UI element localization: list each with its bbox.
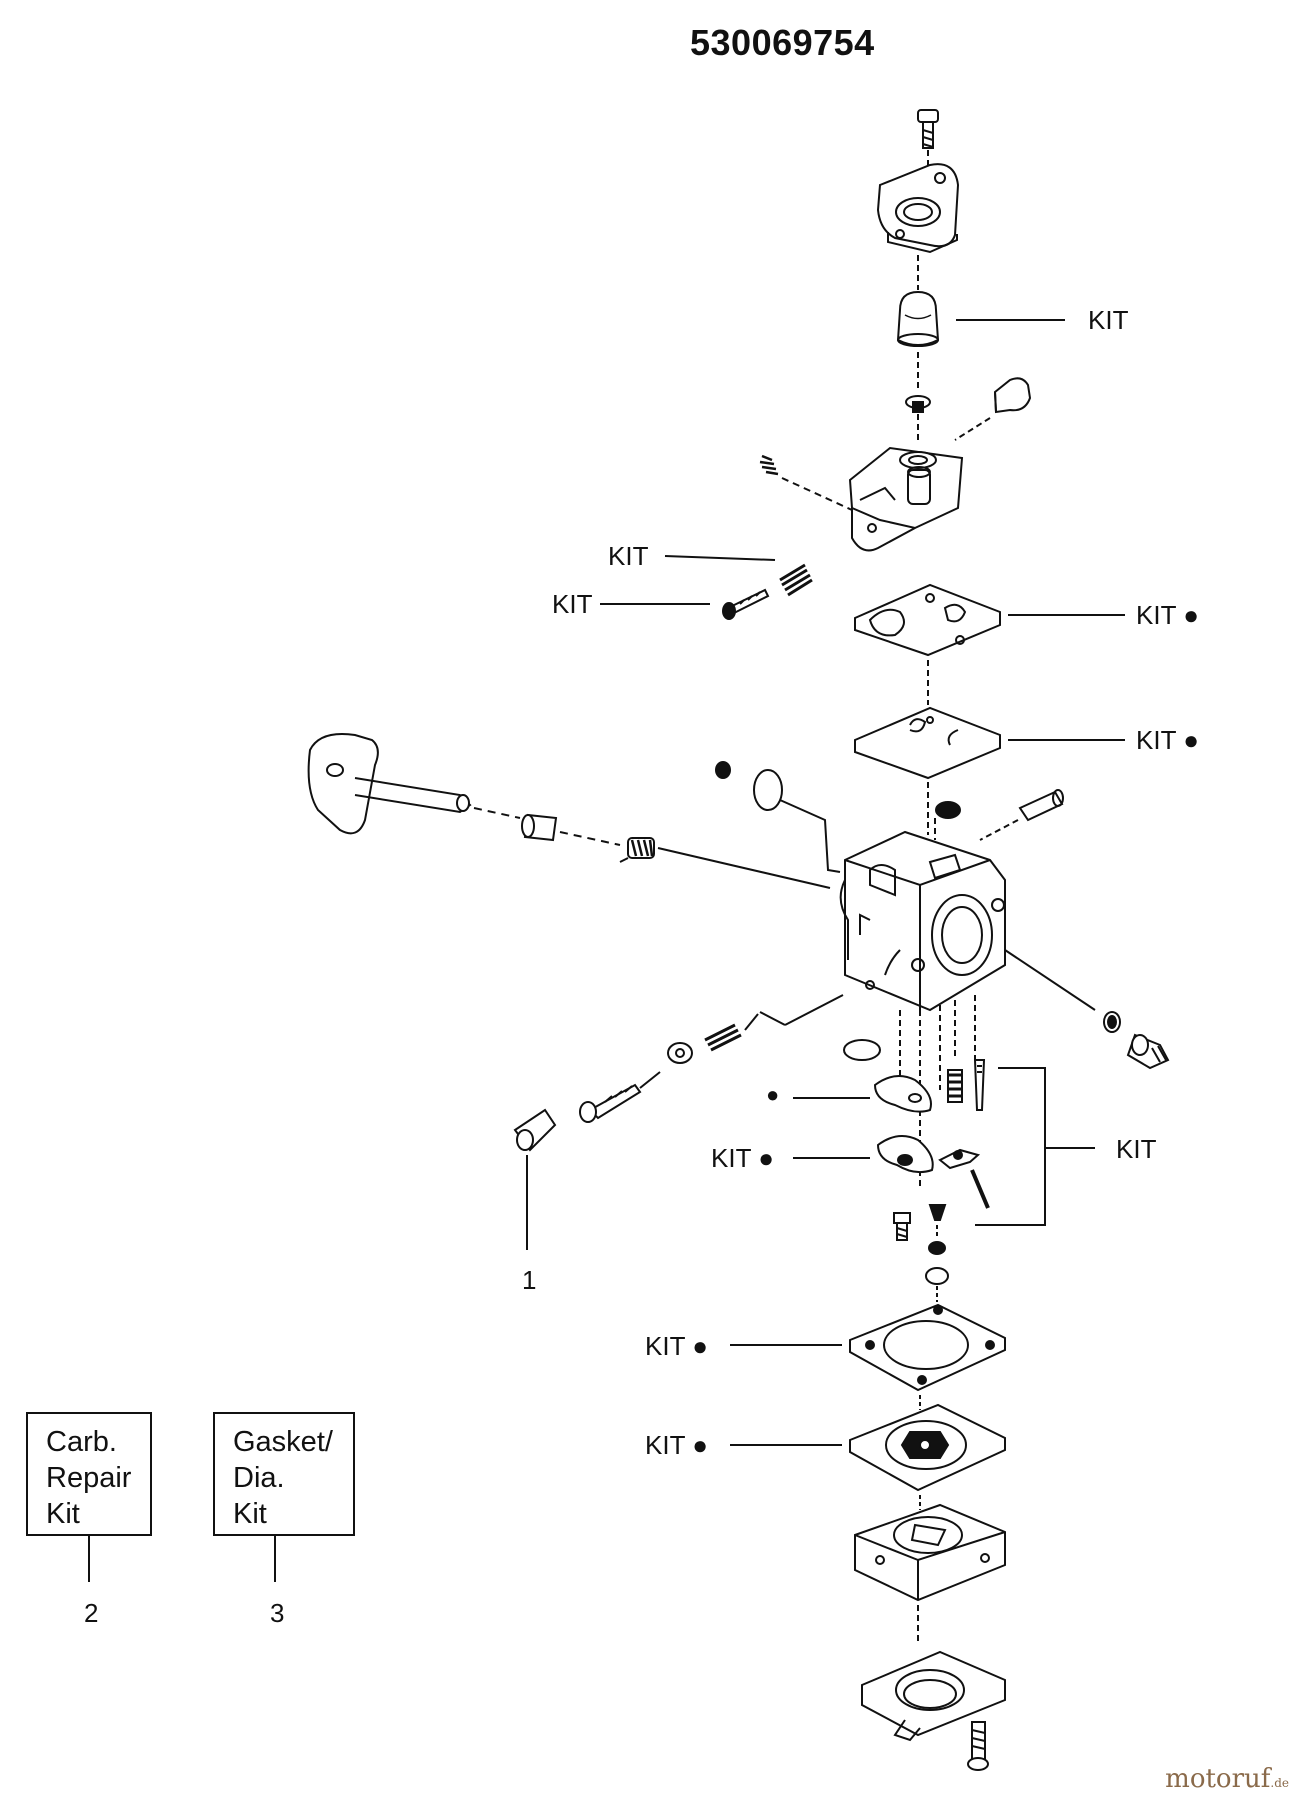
bottom-screw: [967, 1721, 989, 1771]
legend-gasket-dia-kit-line-2: Dia.: [233, 1462, 285, 1494]
needle-washer: [667, 1042, 693, 1064]
legend-gasket-dia-kit: Gasket/ Dia. Kit: [213, 1412, 355, 1536]
carburetor-body: [839, 830, 1006, 1012]
shaft-bushing: [521, 813, 558, 842]
pump-cover-bracket: [876, 163, 960, 254]
small-spring-upper: [759, 454, 779, 476]
label-kit-inlet-screw: KIT: [552, 589, 593, 619]
callout-2: 2: [84, 1598, 99, 1628]
fitting-pin: [1018, 789, 1064, 822]
callout-3: 3: [270, 1598, 285, 1628]
pump-diaphragm: [854, 706, 1001, 780]
o-ring: [925, 1267, 949, 1285]
high-speed-needle: [579, 1071, 661, 1123]
limiter-cap: [513, 1108, 557, 1152]
legend-gasket-dia-kit-line-3: Kit: [233, 1498, 267, 1530]
check-valve: [905, 395, 931, 413]
label-kit-needle-set: KIT: [1116, 1134, 1157, 1164]
throttle-screw: [715, 761, 731, 779]
diagram-title: 530069754: [690, 22, 875, 63]
callout-1: 1: [522, 1265, 537, 1295]
watermark: motoruf.de: [1165, 1764, 1289, 1794]
metering-cover-body: [854, 1503, 1006, 1602]
metering-lever: [938, 1148, 981, 1170]
label-kit-primer-bulb: KIT: [1088, 305, 1129, 335]
throttle-shaft-lever: [307, 733, 472, 835]
pump-body: [848, 446, 964, 552]
bottom-cover: [861, 1650, 1006, 1742]
fuel-elbow: [993, 377, 1032, 414]
top-screw: [917, 109, 939, 149]
legend-carb-repair-kit-line-2: Repair: [46, 1462, 132, 1494]
label-kit-dot-metering-diaphragm: KIT ●: [645, 1430, 708, 1460]
primer-bulb: [896, 290, 940, 347]
circuit-plate-lower: [876, 1135, 934, 1174]
metering-diaphragm: [849, 1403, 1006, 1492]
throttle-return-spring: [619, 837, 655, 863]
leader-adjust-spring: [664, 555, 776, 561]
welch-plug-lower: [843, 1039, 881, 1061]
legend-carb-repair-kit-line-3: Kit: [46, 1498, 80, 1530]
small-filter: [928, 1241, 946, 1255]
circuit-plate-upper: [873, 1075, 932, 1113]
needle-spring: [704, 1023, 742, 1052]
inlet-screw: [722, 588, 770, 620]
lever-screw-1: [893, 1212, 911, 1241]
label-dot-circuit-plate: ●: [766, 1082, 780, 1107]
label-kit-dot-circuit-plate: KIT ●: [711, 1143, 774, 1173]
inlet-fitting: [1126, 1033, 1170, 1070]
label-kit-dot-metering-gasket: KIT ●: [645, 1331, 708, 1361]
throttle-plate: [753, 769, 783, 811]
legend-carb-repair-kit-line-1: Carb.: [46, 1426, 117, 1458]
inlet-needle: [973, 1059, 986, 1111]
legend-carb-repair-kit: Carb. Repair Kit: [26, 1412, 152, 1536]
lever-screw-2: [928, 1204, 947, 1221]
kit-bracket: [975, 1067, 1046, 1226]
label-kit-adjust-spring: KIT: [608, 541, 649, 571]
metering-spring: [947, 1069, 963, 1103]
metering-gasket: [849, 1303, 1006, 1392]
lever-pin: [970, 1169, 990, 1209]
body-side-plug: [1103, 1011, 1121, 1033]
label-kit-dot-pump-gasket: KIT ●: [1136, 600, 1199, 630]
pump-gasket: [854, 583, 1001, 657]
watermark-tld: .de: [1270, 1776, 1289, 1790]
welch-plug-top: [935, 801, 961, 819]
label-kit-dot-pump-diaphragm: KIT ●: [1136, 725, 1199, 755]
watermark-brand: motoruf: [1165, 1764, 1271, 1794]
adjust-spring: [779, 563, 813, 597]
legend-gasket-dia-kit-line-1: Gasket/: [233, 1426, 333, 1458]
